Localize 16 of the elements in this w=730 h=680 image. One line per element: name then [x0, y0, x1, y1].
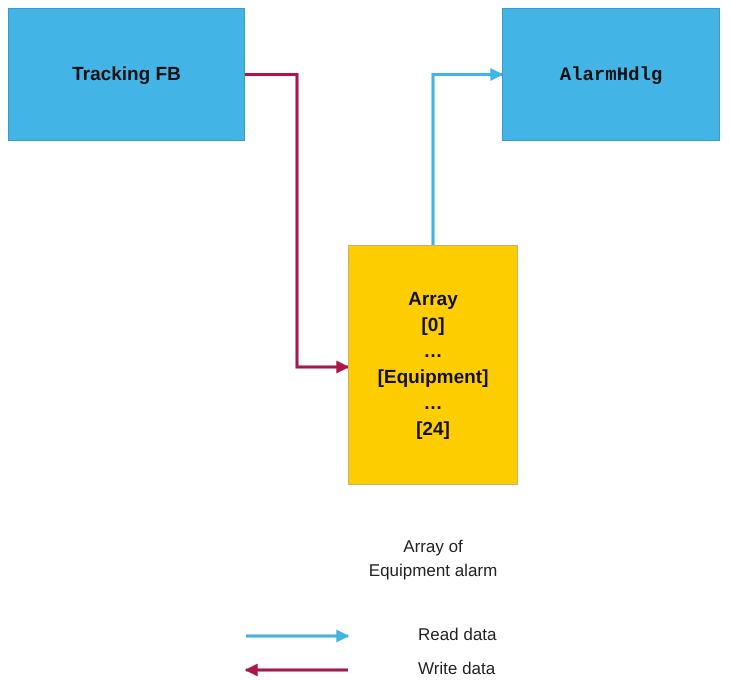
- node-text: …: [424, 340, 442, 364]
- array-box: [348, 245, 518, 485]
- node-text: …: [424, 392, 442, 416]
- node-text: [Equipment]: [378, 366, 488, 390]
- node-text: [0]: [421, 314, 445, 338]
- arrow: [432, 68, 504, 245]
- legend-text: Read data: [418, 624, 496, 646]
- node-text: [24]: [416, 418, 450, 442]
- arrow: [245, 73, 350, 374]
- node-text: AlarmHdlg: [560, 62, 662, 88]
- block-box: [8, 8, 245, 141]
- node-caption: Array of Equipment alarm: [368, 536, 498, 582]
- legend-text: Write data: [418, 658, 496, 680]
- node-text: Tracking FB: [72, 62, 181, 86]
- block-box: [502, 8, 720, 141]
- node-text: Array: [408, 288, 458, 312]
